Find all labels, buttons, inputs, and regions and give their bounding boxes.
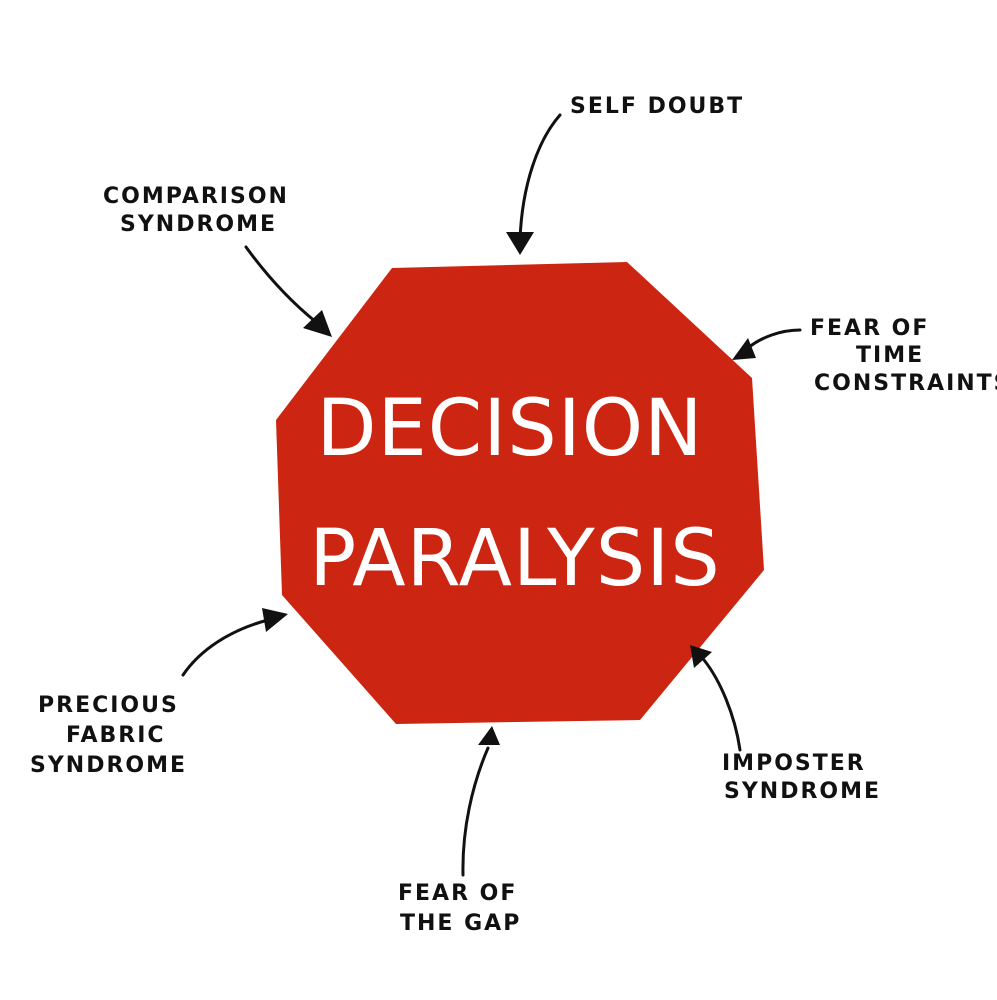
cause-comparison-syndrome-label-1: COMPARISON [103, 184, 289, 209]
fear-of-time-arrowhead [732, 338, 756, 360]
cause-fear-of-time-constraints: FEAR OF TIME CONSTRAINTS [732, 316, 997, 396]
imposter-syndrome-arrowhead [690, 645, 712, 668]
cause-fear-of-the-gap-label-1: FEAR OF [398, 881, 517, 906]
cause-imposter-syndrome-label-1: IMPOSTER [722, 751, 866, 776]
fear-of-the-gap-arrow [461, 746, 490, 877]
cause-precious-fabric-syndrome-label-2: FABRIC [66, 723, 166, 748]
cause-imposter-syndrome-label-2: SYNDROME [724, 779, 881, 804]
cause-fear-of-time-constraints-label-1: FEAR OF [810, 316, 929, 341]
precious-fabric-arrowhead [262, 608, 288, 632]
self-doubt-arrow [518, 113, 562, 242]
cause-fear-of-time-constraints-label-3: CONSTRAINTS [814, 371, 997, 396]
comparison-syndrome-arrow [244, 245, 318, 324]
stop-octagon [276, 262, 764, 724]
comparison-syndrome-arrowhead [303, 310, 332, 337]
fear-of-the-gap-arrowhead [478, 726, 500, 745]
cause-fear-of-the-gap-label-2: THE GAP [400, 911, 521, 936]
cause-comparison-syndrome-label-2: SYNDROME [120, 212, 277, 237]
cause-fear-of-time-constraints-label-2: TIME [856, 343, 924, 368]
imposter-syndrome-arrow [702, 658, 742, 752]
cause-self-doubt: SELF DOUBT [506, 94, 744, 255]
cause-self-doubt-label: SELF DOUBT [570, 94, 744, 119]
center-title-line-1: DECISION [316, 384, 703, 474]
precious-fabric-arrow [181, 618, 270, 677]
fear-of-time-arrow [746, 328, 802, 350]
cause-comparison-syndrome: COMPARISON SYNDROME [103, 184, 332, 337]
cause-fear-of-the-gap: FEAR OF THE GAP [398, 726, 521, 936]
cause-imposter-syndrome: IMPOSTER SYNDROME [690, 645, 881, 804]
center-title-line-2: PARALYSIS [309, 514, 721, 604]
self-doubt-arrowhead [506, 232, 534, 255]
cause-precious-fabric-syndrome-label-1: PRECIOUS [38, 693, 179, 718]
cause-precious-fabric-syndrome: PRECIOUS FABRIC SYNDROME [30, 608, 288, 778]
cause-precious-fabric-syndrome-label-3: SYNDROME [30, 753, 187, 778]
